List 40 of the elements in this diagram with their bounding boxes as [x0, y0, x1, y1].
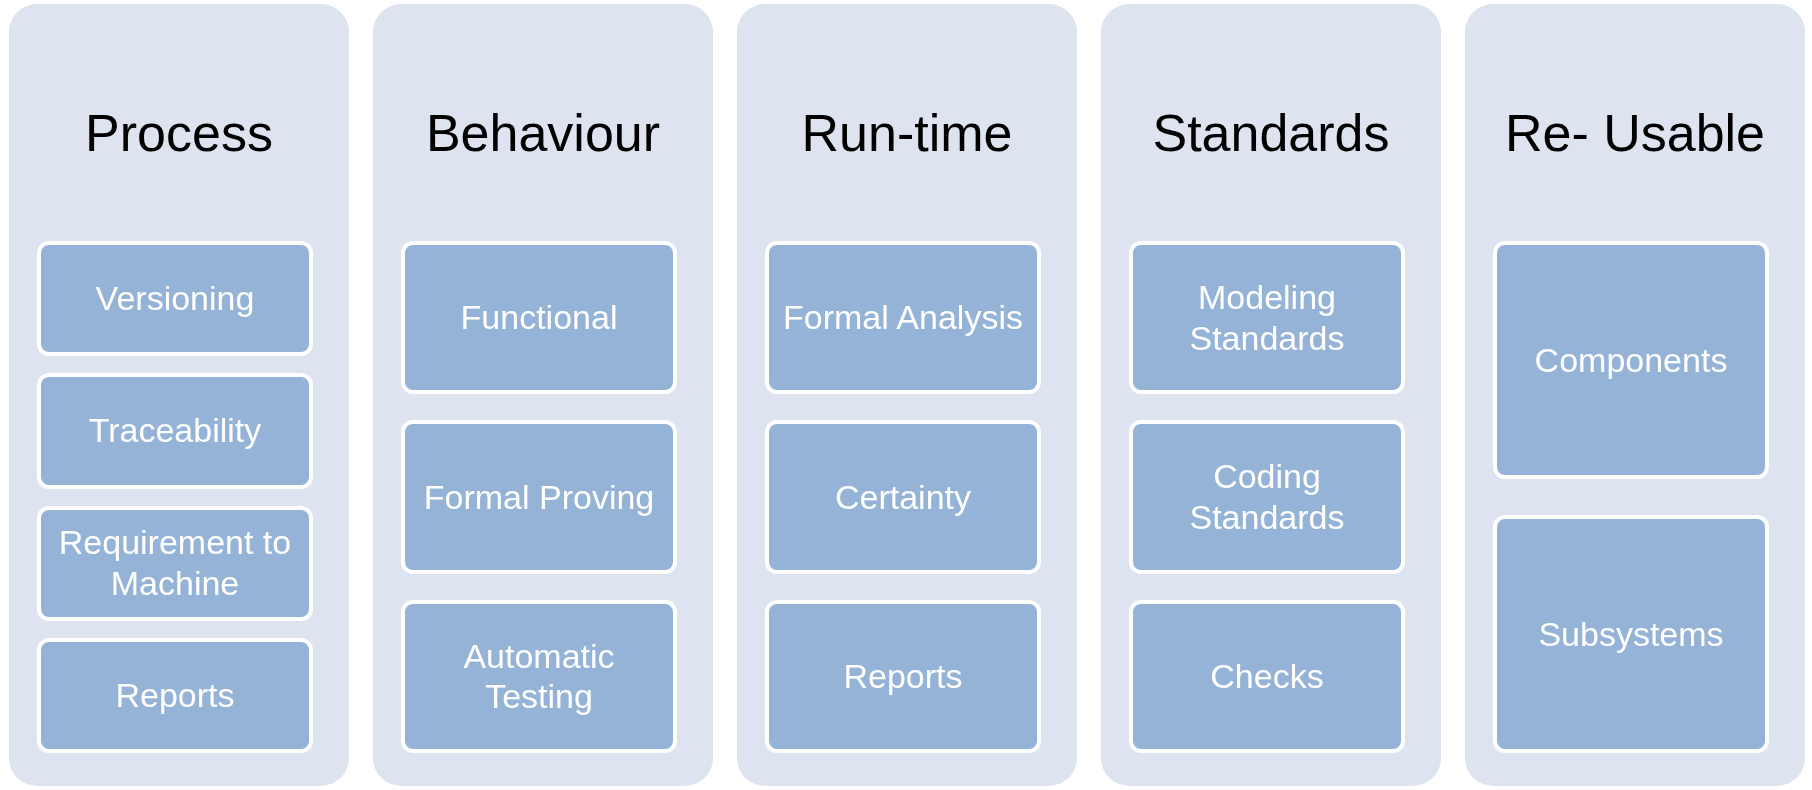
item-label: Subsystems — [1537, 613, 1725, 655]
item-box — [37, 373, 313, 489]
item-box — [37, 241, 313, 357]
item-label: Requirement to Machine — [57, 522, 293, 604]
item-label: Modeling Standards — [1188, 276, 1346, 359]
item-label: Functional — [459, 297, 619, 339]
column-panel — [9, 4, 349, 786]
item-box — [1129, 599, 1405, 753]
item-label: Coding Standards — [1188, 456, 1346, 538]
item-label: Formal Proving — [422, 476, 656, 518]
item-label: Reports — [842, 655, 964, 697]
item-label: Certainty — [833, 476, 973, 518]
column-heading: Process — [85, 105, 273, 163]
column-panel — [373, 4, 713, 786]
item-box — [401, 599, 677, 753]
item-box — [37, 505, 313, 621]
column-heading: Standards — [1152, 105, 1390, 163]
item-label: Versioning — [94, 278, 256, 319]
column-heading: Run-time — [801, 105, 1013, 163]
item-box — [1129, 420, 1405, 574]
item-box — [401, 420, 677, 574]
item-box — [401, 241, 677, 395]
column-panel — [737, 4, 1077, 786]
item-label: Checks — [1209, 655, 1325, 697]
item-box — [765, 599, 1041, 753]
column-panel — [1101, 4, 1441, 786]
item-label: Automatic Testing — [462, 635, 616, 718]
column-panel — [1465, 4, 1805, 786]
item-label: Components — [1533, 339, 1729, 381]
item-box — [1493, 515, 1769, 753]
column-heading: Behaviour — [425, 105, 661, 163]
item-box — [1493, 241, 1769, 479]
item-label: Traceability — [87, 410, 263, 452]
item-box — [1129, 241, 1405, 395]
item-label: Formal Analysis — [782, 297, 1024, 339]
item-label: Reports — [114, 674, 236, 716]
item-box — [765, 241, 1041, 395]
item-box — [37, 637, 313, 753]
column-heading: Re- Usable — [1504, 105, 1766, 163]
item-box — [765, 420, 1041, 574]
